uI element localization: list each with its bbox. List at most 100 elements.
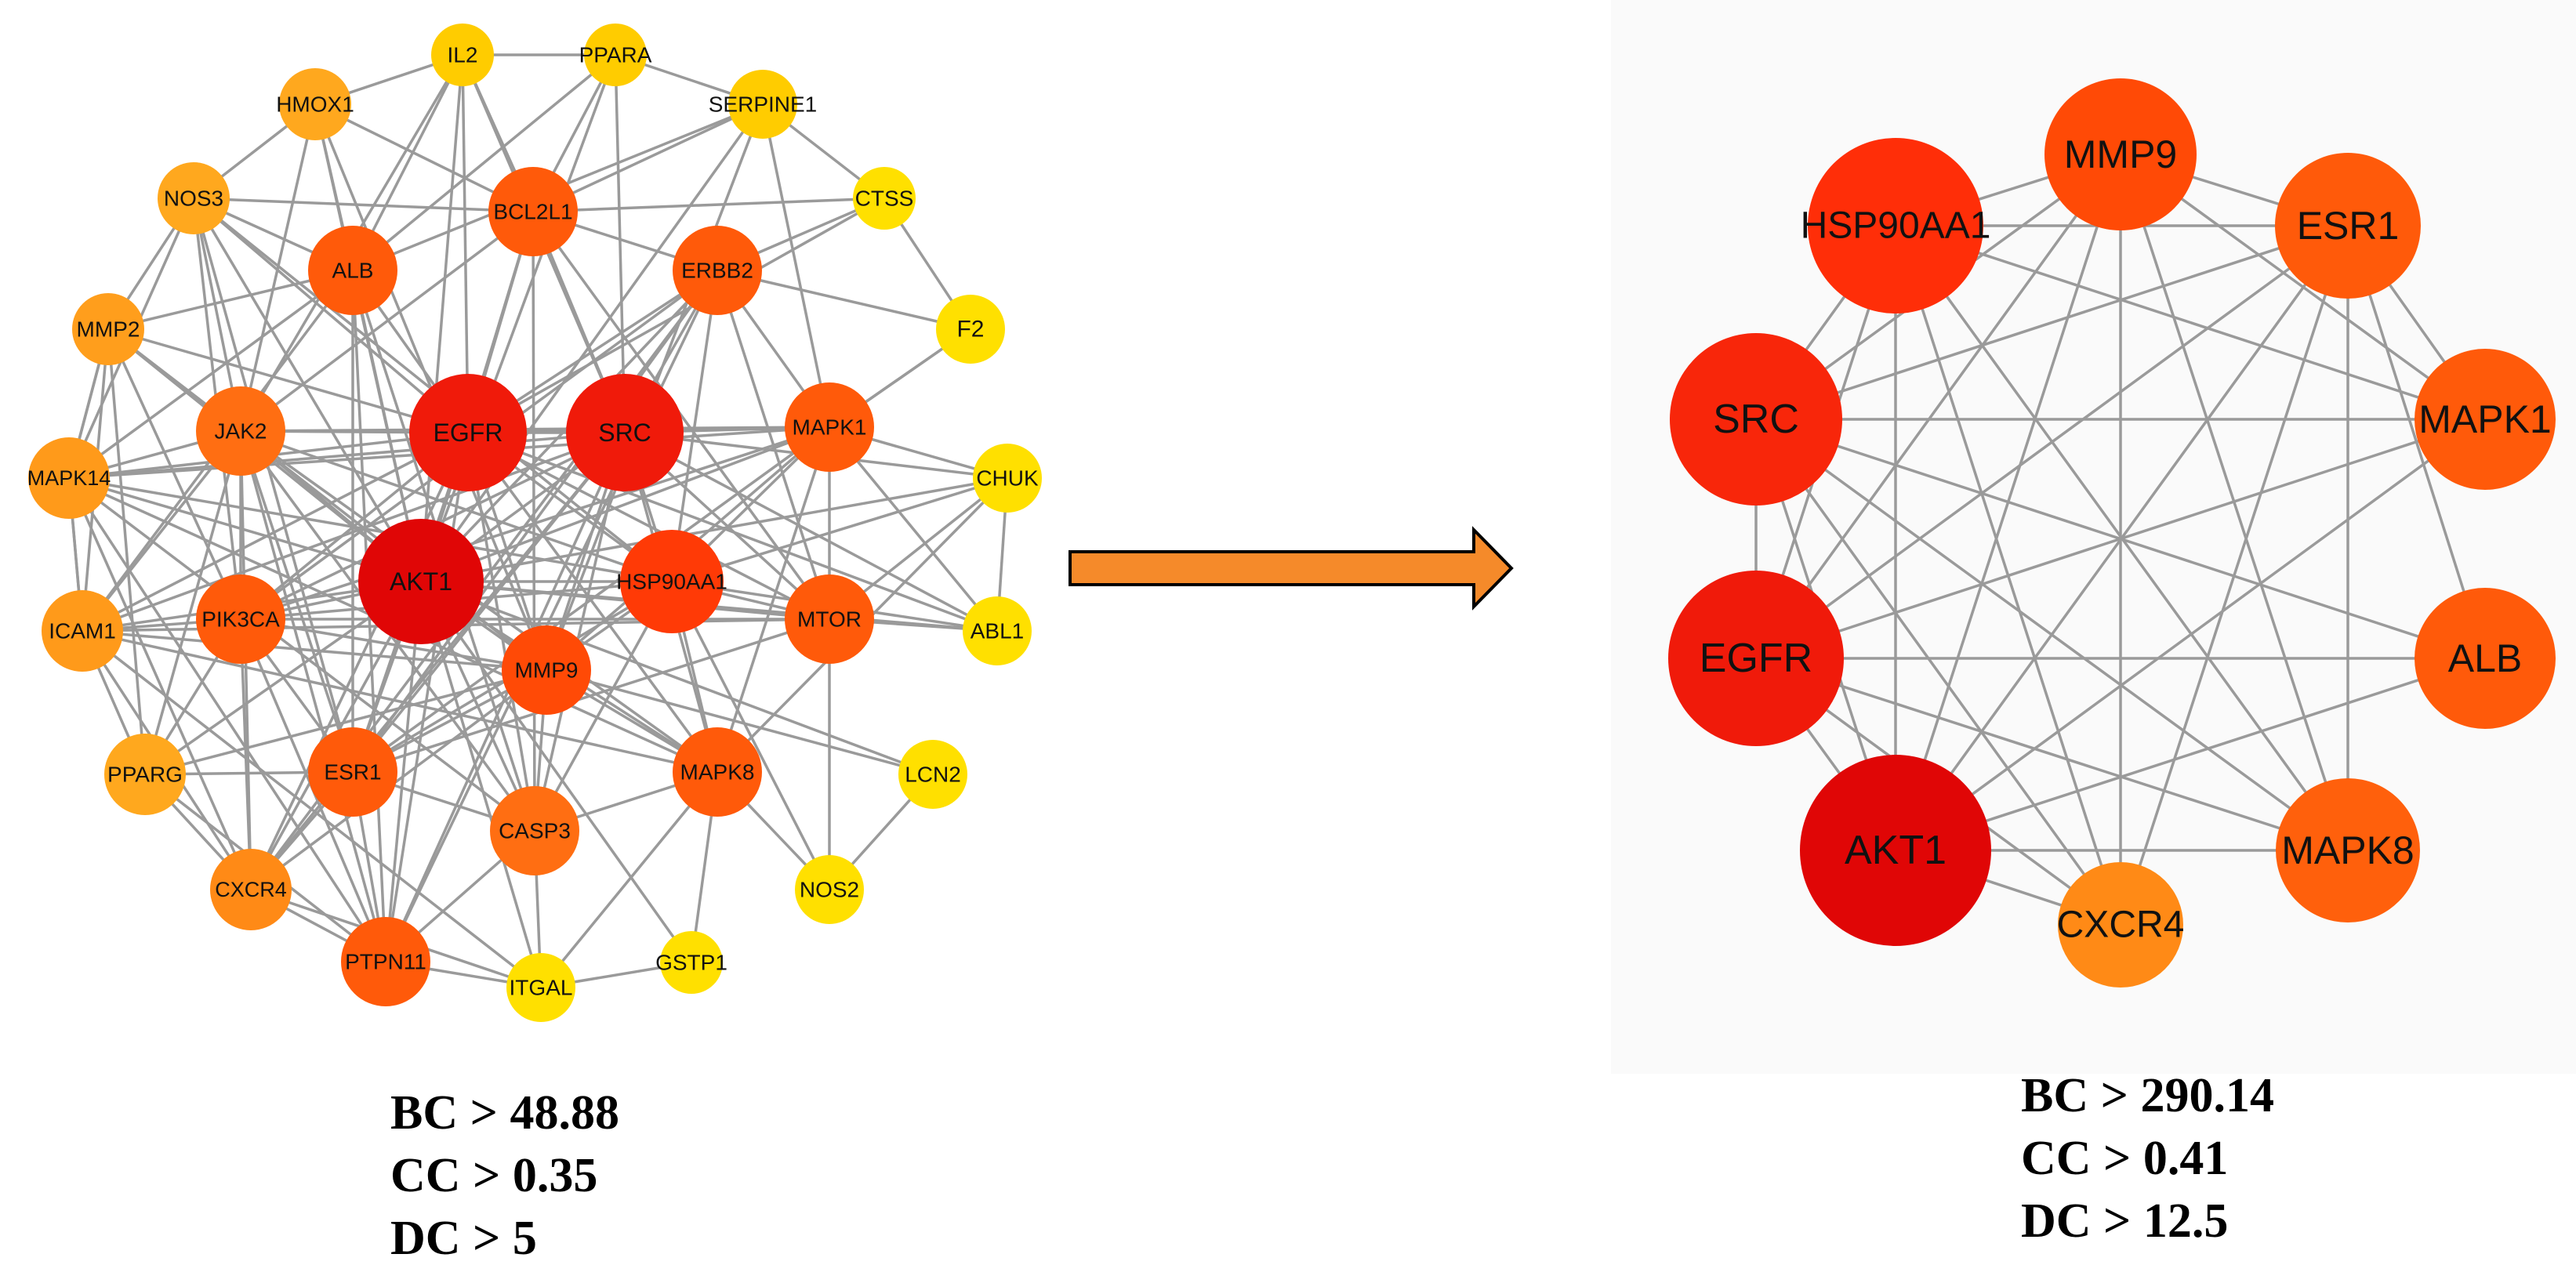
left-edge-akt1-nos3: [192, 198, 423, 582]
right-node-circle-src: [1670, 333, 1842, 506]
left-node-label-gstp1: GSTP1: [655, 951, 727, 975]
left-node-pik3ca: PIK3CA: [196, 574, 285, 664]
right-edge-alb-akt1: [1895, 657, 2486, 852]
right-node-hsp90aa1: HSP90AA1: [1801, 138, 1990, 314]
left-edge-icam1-itgal: [81, 629, 542, 989]
left-node-src: SRC: [566, 374, 684, 491]
left-node-alb: ALB: [308, 226, 397, 315]
left-node-circle-nos2: [795, 855, 864, 924]
left-edge-erbb2-ptpn11: [384, 270, 719, 962]
left-node-label-f2: F2: [956, 317, 984, 342]
left-node-nos2: NOS2: [795, 855, 864, 924]
left-node-circle-jak2: [196, 386, 285, 476]
left-node-circle-ptpn11: [341, 917, 430, 1006]
left-edge-jak2-ptpn11: [239, 430, 387, 962]
left-node-serpine1: SERPINE1: [709, 70, 817, 139]
left-node-label-lcn2: LCN2: [905, 763, 961, 787]
left-node-jak2: JAK2: [196, 386, 285, 476]
left-edge-egfr-il2: [461, 54, 470, 433]
left-node-mmp9: MMP9: [502, 625, 591, 715]
right-node-circle-alb: [2415, 588, 2556, 729]
left-edge-egfr-mtor: [467, 431, 830, 621]
left-edge-mmp9-lcn2: [546, 669, 934, 776]
right-node-circle-mmp9: [2044, 78, 2197, 230]
right-node-label-mapk8: MAPK8: [2281, 828, 2415, 872]
left-node-label-alb: ALB: [332, 259, 374, 283]
left-edge-bcl2l1-ctss: [532, 197, 885, 213]
left-node-circle-mmp9: [502, 625, 591, 715]
right-node-label-cxcr4: CXCR4: [2057, 904, 2185, 946]
left-node-circle-abl1: [963, 596, 1032, 665]
left-edge-mapk1-mapk8: [716, 426, 831, 773]
left-edge-mapk1-jak2: [240, 426, 830, 433]
left-edge-pik3ca-cxcr4: [239, 618, 252, 890]
right-node-label-mapk1: MAPK1: [2418, 397, 2552, 441]
left-node-label-pik3ca: PIK3CA: [201, 607, 280, 632]
left-node-esr1: ESR1: [308, 727, 397, 817]
right-cc-threshold: CC > 0.41: [2021, 1132, 2228, 1185]
left-dc-threshold: DC > 5: [390, 1212, 537, 1265]
left-node-circle-esr1: [308, 727, 397, 817]
left-node-label-hsp90aa1: HSP90AA1: [616, 570, 727, 594]
right-node-esr1: ESR1: [2275, 153, 2421, 299]
left-edge-mapk8-icam1: [82, 629, 718, 774]
left-node-circle-hsp90aa1: [620, 530, 724, 633]
left-node-label-mtor: MTOR: [797, 607, 862, 632]
left-edge-mmp9-icam1: [82, 629, 547, 672]
left-node-circle-serpine1: [728, 70, 797, 139]
transition-arrow: [1068, 526, 1514, 611]
right-edge-mapk8-src: [1754, 418, 2349, 852]
right-edge-cxcr4-hsp90aa1: [1894, 225, 2122, 926]
left-node-circle-nos3: [158, 162, 230, 234]
left-node-circle-f2: [936, 295, 1005, 364]
left-node-mmp2: MMP2: [72, 293, 144, 365]
right-node-mapk1: MAPK1: [2415, 349, 2556, 490]
left-node-circle-chuk: [973, 444, 1042, 513]
left-node-circle-akt1: [358, 519, 484, 644]
left-node-circle-casp3: [490, 786, 579, 875]
left-edge-akt1-ppara: [419, 54, 617, 582]
left-edge-mapk1-serpine1: [761, 103, 831, 428]
left-bc-threshold: BC > 48.88: [390, 1086, 619, 1140]
left-node-circle-icam1: [42, 590, 123, 672]
right-network-nodes: MMP9ESR1MAPK1ALBMAPK8CXCR4AKT1EGFRSRCHSP…: [1668, 78, 2556, 988]
left-node-circle-mapk1: [785, 382, 874, 472]
left-node-label-mmp9: MMP9: [515, 658, 579, 683]
left-node-circle-il2: [431, 24, 494, 86]
left-node-label-abl1: ABL1: [971, 619, 1025, 643]
left-node-casp3: CASP3: [490, 786, 579, 875]
left-node-circle-itgal: [506, 953, 575, 1022]
right-node-label-src: SRC: [1713, 397, 1799, 442]
right-node-label-mmp9: MMP9: [2064, 132, 2177, 176]
left-node-hsp90aa1: HSP90AA1: [616, 530, 727, 633]
left-edge-mapk8-itgal: [539, 770, 719, 989]
left-node-circle-gstp1: [660, 931, 723, 994]
right-node-circle-hsp90aa1: [1808, 138, 1983, 314]
left-node-circle-erbb2: [673, 226, 762, 315]
left-edge-egfr-mmp2: [107, 328, 469, 434]
left-node-label-bcl2l1: BCL2L1: [493, 200, 572, 224]
right-bc-threshold: BC > 290.14: [2021, 1069, 2274, 1122]
right-node-cxcr4: CXCR4: [2057, 862, 2185, 988]
left-edge-src-ptpn11: [384, 432, 626, 962]
right-edge-mmp9-egfr: [1754, 153, 2122, 660]
left-edge-hsp90aa1-mapk14: [68, 477, 673, 583]
left-node-label-pparg: PPARG: [107, 763, 183, 787]
left-node-circle-mtor: [785, 574, 874, 664]
right-node-label-esr1: ESR1: [2297, 204, 2400, 248]
right-node-circle-mapk8: [2276, 778, 2420, 922]
left-node-circle-pik3ca: [196, 574, 285, 664]
right-hub-network: MMP9ESR1MAPK1ALBMAPK8CXCR4AKT1EGFRSRCHSP…: [1668, 78, 2556, 988]
left-node-gstp1: GSTP1: [655, 931, 727, 994]
left-edge-hsp90aa1-chuk: [671, 477, 1008, 583]
left-node-label-jak2: JAK2: [215, 419, 267, 444]
left-node-label-hmox1: HMOX1: [276, 92, 354, 117]
right-node-circle-egfr: [1668, 571, 1844, 746]
right-node-label-alb: ALB: [2448, 636, 2523, 680]
left-node-bcl2l1: BCL2L1: [488, 167, 578, 256]
left-node-circle-mmp2: [72, 293, 144, 365]
left-node-circle-cxcr4: [210, 849, 292, 930]
